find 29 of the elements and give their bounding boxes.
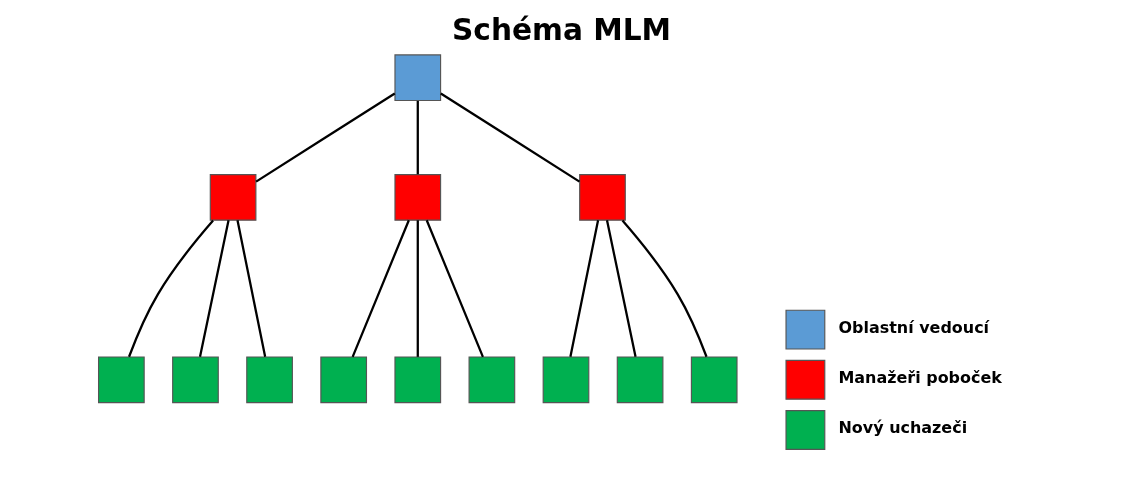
connector xyxy=(198,220,230,358)
node-box xyxy=(245,356,293,404)
node-box xyxy=(319,356,367,404)
node-box xyxy=(209,174,256,221)
node-box xyxy=(578,174,626,221)
connector xyxy=(568,220,599,358)
legend-label: Nový uchazeči xyxy=(837,418,967,438)
node-box xyxy=(542,356,589,404)
legend-label: Manažeři poboček xyxy=(837,367,1002,387)
node-box xyxy=(690,356,738,404)
connector xyxy=(621,219,708,358)
node-box xyxy=(468,356,515,404)
connector xyxy=(605,220,637,358)
legend-label: Oblastní vedoucí xyxy=(837,317,989,337)
connector xyxy=(425,219,484,358)
node-box xyxy=(616,356,663,404)
connector xyxy=(351,219,410,358)
diagram-title: Schéma MLM xyxy=(451,11,671,47)
connector xyxy=(439,92,580,183)
connector xyxy=(416,220,419,357)
connector xyxy=(127,219,214,358)
node-box xyxy=(171,356,219,404)
node-box xyxy=(393,356,441,404)
connector xyxy=(235,220,266,358)
node-box xyxy=(393,174,441,221)
node-box xyxy=(97,356,145,404)
connector xyxy=(255,92,395,183)
connector xyxy=(416,100,419,175)
node-box xyxy=(393,54,441,102)
